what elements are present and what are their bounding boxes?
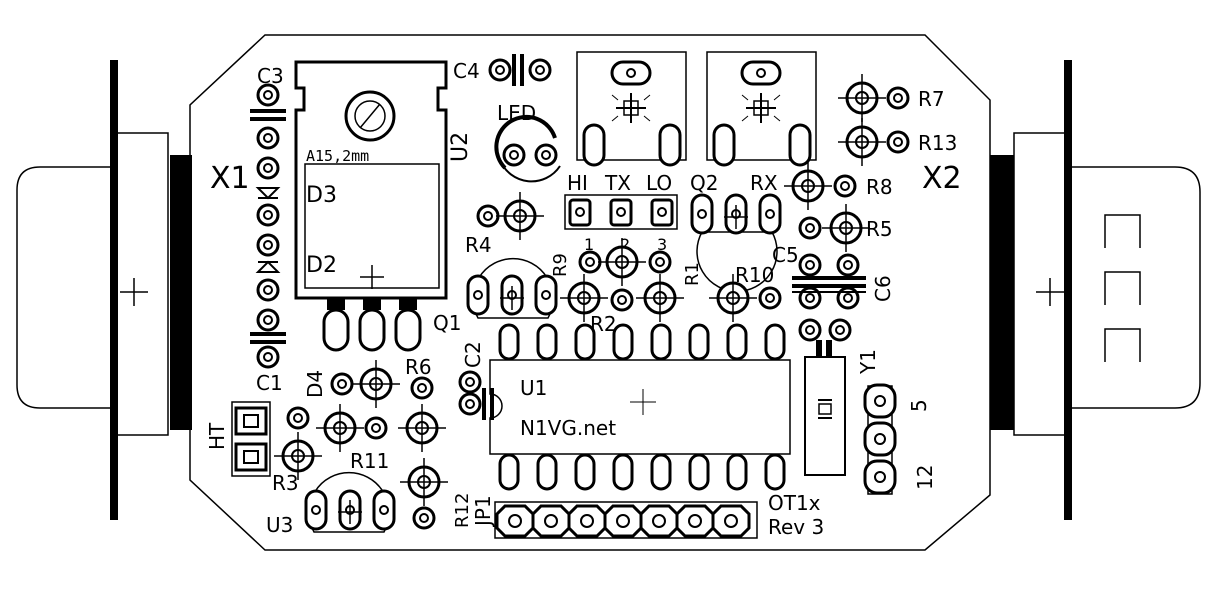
diode-d2 [255,233,281,302]
ht-label: HT [205,422,229,450]
r13-label: R13 [918,131,957,155]
d2-label: D2 [306,253,337,278]
r4-label: R4 [465,233,492,257]
capacitor-c2 [458,370,494,420]
trimmer-tx [576,51,687,167]
c5-label: C5 [772,243,799,267]
c3-label: C3 [257,64,284,88]
trimmer-rx [706,51,817,167]
u1-label: U1 [520,376,547,400]
crystal-y1 [798,318,852,476]
c2-label: C2 [461,341,485,368]
r8-label: R8 [866,175,893,199]
c1-label: C1 [256,371,283,395]
board-revision: Rev 3 [768,515,824,539]
resistor-r6 [396,376,448,454]
d4-label: D4 [303,370,327,398]
connector-x1 [16,60,192,520]
jumper-tx-label: TX [604,171,631,195]
pin2-label: 2 [620,235,630,254]
pin5-label: 5 [907,399,931,412]
c4-label: C4 [453,59,480,83]
header-jp1 [494,501,758,539]
u3-label: U3 [266,513,293,537]
led-label: LED [497,101,536,125]
r11-label: R11 [350,449,389,473]
capacitor-c5-c6 [792,253,866,310]
u2-note: A15,2mm [306,147,369,165]
resistor-r12 [398,456,450,530]
jumper-ht [231,401,271,477]
r1-label: R1 [682,262,703,286]
r3-label: R3 [272,471,299,495]
pin12-label: 12 [913,465,937,490]
ic-maker-label: N1VG.net [520,416,616,440]
pin3-label: 3 [657,235,667,254]
jumper-lo-label: LO [646,171,672,195]
resistor-r5 [798,202,872,254]
board-model: OT1x [768,491,821,515]
x2-label: X2 [922,161,962,196]
resistor-r3 [272,406,324,482]
q1-label: Q1 [433,311,461,335]
r5-label: R5 [866,217,893,241]
r9-label: R9 [550,253,571,277]
regulator-u2 [294,60,448,352]
d3-label: D3 [306,183,337,208]
capacitor-c3 [250,83,286,150]
u2-label: U2 [448,132,473,162]
y1-label: Y1 [856,349,880,375]
q2-label: Q2 [690,171,718,195]
capacitor-c4 [488,54,552,86]
resistor-r8 [782,160,857,212]
ic-u3 [304,471,396,533]
r7-label: R7 [918,87,945,111]
jp1-label: JP1 [471,495,495,528]
rx-label: RX [750,171,778,195]
resistor-r11 [314,402,388,454]
connector-x2 [990,60,1201,520]
ic-u1 [489,323,791,491]
capacitor-c1 [250,308,286,369]
diode-d4 [330,358,402,410]
header-5-12 [863,383,897,495]
jumper-hi-label: HI [567,171,588,195]
led [494,114,561,183]
transistor-q1 [466,257,558,319]
r6-label: R6 [405,355,432,379]
r10-label: R10 [735,263,774,287]
r12-label: R12 [452,493,473,528]
resistor-r13 [836,116,910,168]
c6-label: C6 [871,275,895,302]
resistor-r7 [836,72,910,124]
jumper-hi-tx-lo [564,194,678,230]
x1-label: X1 [210,161,250,196]
diode-d3 [255,156,281,227]
pin1-label: 1 [584,235,594,254]
